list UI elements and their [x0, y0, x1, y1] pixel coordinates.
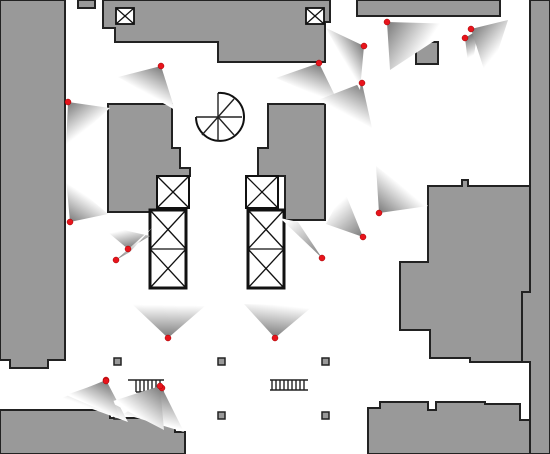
camera-view-cone: [280, 218, 322, 258]
vent-icon: [115, 7, 135, 25]
stairs-right: [270, 379, 308, 391]
camera-marker-icon[interactable]: [271, 334, 279, 342]
camera-marker-icon[interactable]: [64, 98, 72, 106]
camera-marker-icon[interactable]: [102, 377, 110, 385]
camera-marker-icon[interactable]: [461, 34, 469, 42]
camera-marker-icon[interactable]: [157, 62, 165, 70]
camera-view-cone: [118, 66, 175, 110]
pillar: [113, 357, 122, 366]
camera-view-cone: [110, 386, 164, 430]
pillar: [217, 357, 226, 366]
camera-marker-icon[interactable]: [358, 79, 366, 87]
camera-view-cone: [66, 102, 110, 148]
camera-view-cone: [465, 30, 478, 80]
vents: [115, 7, 325, 25]
wall-left: [0, 0, 66, 369]
elevator-left: [148, 175, 190, 290]
block-right-middle: [399, 179, 531, 363]
camera-marker-icon[interactable]: [467, 25, 475, 33]
wall-top-right-top: [356, 0, 501, 17]
camera-marker-icon[interactable]: [112, 256, 120, 264]
block-bottom-right: [367, 401, 531, 454]
camera-view-cone: [376, 166, 428, 213]
camera-view-cone: [326, 190, 363, 237]
elevator-icon: [245, 175, 279, 209]
pillar: [321, 357, 330, 366]
camera-view-cone: [132, 304, 205, 338]
camera-view-cone: [116, 228, 152, 260]
camera-view-cone: [66, 178, 108, 222]
camera-view-cone: [276, 63, 340, 106]
security-cameras: [62, 18, 508, 432]
camera-marker-icon[interactable]: [383, 18, 391, 26]
camera-marker-icon[interactable]: [66, 218, 74, 226]
camera-view-cone: [244, 304, 313, 338]
wall-top-center: [102, 0, 331, 63]
wall-top-left-strip: [77, 0, 96, 9]
block-center-right: [257, 103, 326, 221]
block-center-left: [107, 103, 191, 213]
camera-marker-icon[interactable]: [156, 382, 164, 390]
camera-marker-icon[interactable]: [318, 254, 326, 262]
elevators: [148, 175, 286, 290]
camera-view-cone: [387, 22, 460, 70]
camera-marker-icon[interactable]: [359, 233, 367, 241]
pillar: [321, 411, 330, 420]
camera-marker-icon[interactable]: [124, 245, 132, 253]
camera-view-cone: [66, 381, 120, 418]
vent-icon: [305, 7, 325, 25]
camera-marker-icon[interactable]: [315, 59, 323, 67]
spiral-staircase-icon: [195, 91, 245, 142]
camera-marker-icon[interactable]: [360, 42, 368, 50]
camera-marker-icon[interactable]: [375, 209, 383, 217]
camera-view-cone: [326, 28, 364, 90]
elevator-icon: [156, 175, 190, 209]
pillar: [217, 411, 226, 420]
camera-view-cone: [318, 83, 372, 128]
stairs-icon: [270, 379, 308, 391]
camera-marker-icon[interactable]: [164, 334, 172, 342]
elevator-right: [245, 175, 286, 290]
camera-view-cone: [471, 20, 508, 82]
